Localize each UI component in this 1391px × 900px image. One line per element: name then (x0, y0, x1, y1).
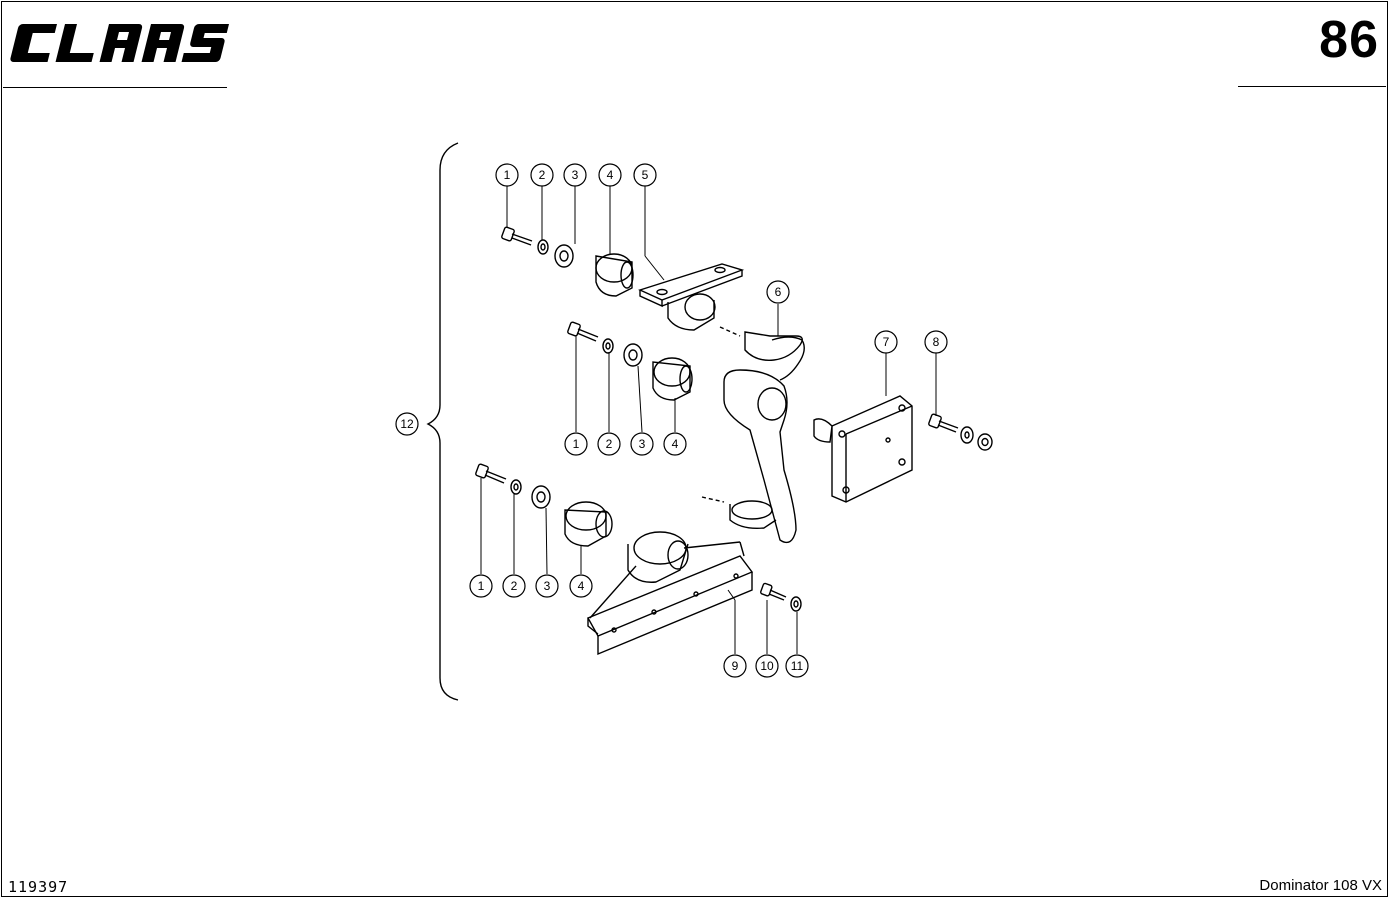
svg-text:3: 3 (572, 168, 579, 182)
svg-text:1: 1 (504, 168, 511, 182)
svg-text:7: 7 (883, 335, 890, 349)
svg-text:5: 5 (642, 168, 649, 182)
bracket-bottom (587, 531, 754, 656)
bolt-middle (567, 321, 599, 342)
svg-text:3: 3 (639, 437, 646, 451)
model-name: Dominator 108 VX (1259, 877, 1382, 894)
nut-middle (623, 343, 643, 367)
svg-text:2: 2 (511, 579, 518, 593)
callout-5: 5 (633, 163, 657, 187)
callout-8: 8 (924, 330, 948, 354)
header-rule-left (3, 87, 227, 88)
svg-text:10: 10 (760, 659, 774, 673)
nut-plate (977, 433, 993, 451)
callout-1-middle: 1 (564, 432, 588, 456)
svg-text:4: 4 (607, 168, 614, 182)
svg-text:12: 12 (400, 417, 414, 431)
washer-bracket (790, 596, 802, 612)
svg-text:4: 4 (672, 437, 679, 451)
bolt-plate (928, 413, 959, 433)
callout-3-middle: 3 (630, 432, 654, 456)
callout-4-middle: 4 (663, 432, 687, 456)
bolt-top (501, 226, 533, 246)
page-number: 86 (1319, 11, 1379, 69)
header-rule-right (1238, 86, 1386, 87)
callout-6: 6 (766, 280, 790, 304)
bolt-bracket (760, 582, 787, 601)
washer-plate (960, 426, 974, 444)
svg-text:1: 1 (478, 579, 485, 593)
svg-text:8: 8 (933, 335, 940, 349)
callout-7: 7 (874, 330, 898, 354)
washer-bottom (510, 479, 522, 495)
svg-text:2: 2 (539, 168, 546, 182)
mounting-plate (813, 395, 913, 503)
washer-middle (602, 338, 614, 354)
callout-2-bottom: 2 (502, 574, 526, 598)
bushing-bottom (564, 501, 613, 547)
callout-2-middle: 2 (597, 432, 621, 456)
callout-11: 11 (785, 654, 809, 678)
bushing-middle (652, 357, 693, 401)
nut-top (554, 244, 574, 268)
leader-lines (480, 186, 937, 654)
callout-12: 12 (395, 412, 419, 436)
nut-bottom (531, 485, 551, 509)
callout-9: 9 (723, 654, 747, 678)
assembly-brace (426, 142, 459, 701)
callout-10: 10 (755, 654, 779, 678)
svg-text:6: 6 (775, 285, 782, 299)
bushing-top (595, 253, 634, 297)
svg-text:11: 11 (791, 659, 804, 673)
callout-4-bottom: 4 (569, 574, 593, 598)
callout-4: 4 (598, 163, 622, 187)
svg-text:2: 2 (606, 437, 613, 451)
callout-2: 2 (530, 163, 554, 187)
svg-text:9: 9 (732, 659, 739, 673)
callouts: 1 2 3 4 5 6 7 8 1 2 3 4 1 2 3 4 9 10 11 … (395, 163, 948, 678)
callout-1-bottom: 1 (469, 574, 493, 598)
washer-top (537, 239, 549, 255)
claas-logo (10, 24, 230, 62)
callout-3-bottom: 3 (535, 574, 559, 598)
callout-3: 3 (563, 163, 587, 187)
drawing-id: 119397 (8, 878, 69, 896)
svg-text:4: 4 (578, 579, 585, 593)
bolt-bottom (475, 463, 507, 484)
lever-arm (701, 326, 805, 544)
svg-text:1: 1 (573, 437, 580, 451)
svg-text:3: 3 (544, 579, 551, 593)
bracket-top (638, 263, 745, 331)
callout-1: 1 (495, 163, 519, 187)
